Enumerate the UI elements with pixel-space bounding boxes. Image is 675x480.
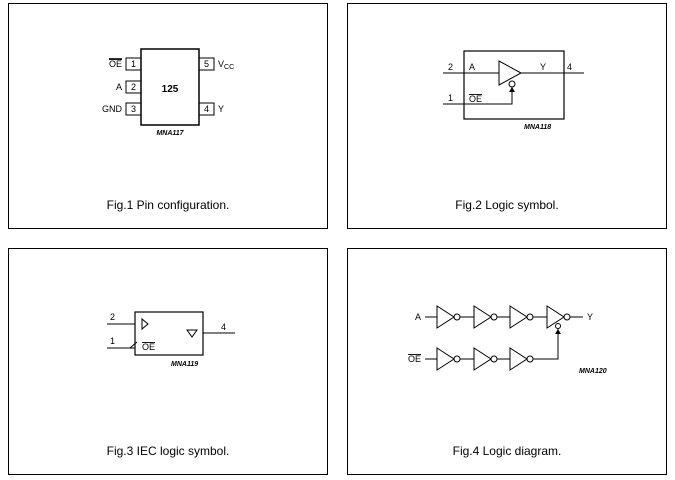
tristate-inverter [546,305,571,329]
pin-3-number: 3 [131,104,136,114]
fig2-oe-name: OE [469,94,482,104]
fig4-panel: A Y OE [347,248,667,475]
fig2-in-num: 2 [448,62,453,72]
fig1-code: MNA117 [156,130,184,137]
fig1-panel: 125 1 OE 2 A 3 GND 5 VCC 4 Y MN [8,3,328,229]
pin-4-name: Y [218,104,224,114]
pin-1-name: OE [109,59,122,69]
pin-1-number: 1 [131,59,136,69]
inverter-top-3 [509,305,534,329]
iec-buffer-triangle [141,317,149,331]
enable-arrow [509,87,515,92]
fig2-out-name: Y [540,62,546,72]
fig3-out-num: 4 [221,322,226,332]
pin-2: 2 A [116,80,142,94]
enable-line [443,87,513,105]
fig4-caption: Fig.4 Logic diagram. [452,444,562,458]
fig2-oe-num: 1 [448,93,453,103]
inverter-top-2 [473,305,498,329]
fig2-logic-symbol: 2 A Y 4 1 OE MNA118 [443,50,584,131]
chip-label: 125 [162,84,179,95]
fig2-caption: Fig.2 Logic symbol. [455,198,559,212]
pin-4: 4 Y [198,102,224,116]
pin-4-number: 4 [204,104,209,114]
fig4-in-oe: OE [408,354,421,364]
symbol-box [463,50,565,120]
fig3-iec-symbol: 2 1 OE 4 MNA119 [107,311,235,368]
fig2-out-num: 4 [567,62,572,72]
pin-3: 3 GND [102,102,142,116]
fig3-panel: 2 1 OE 4 MNA119 Fig.3 IEC logic symbol. [8,248,328,475]
enable-connection [533,329,559,360]
fig2-code: MNA118 [524,124,551,131]
buffer-triangle [498,60,523,86]
pin-5-number: 5 [204,59,209,69]
pin-2-number: 2 [131,82,136,92]
inverter-bottom-2 [473,347,498,371]
fig3-caption: Fig.3 IEC logic symbol. [106,444,230,458]
three-state-triangle [186,329,198,338]
fig4-code: MNA120 [579,368,607,375]
pin-3-name: GND [102,104,123,114]
fig4-in-a: A [415,312,421,322]
fig4-out-y: Y [587,312,593,322]
fig3-code: MNA119 [171,361,198,368]
enable-arrowhead [555,329,561,334]
pin-5: 5 VCC [198,57,234,71]
fig1-pin-diagram: 125 1 OE 2 A 3 GND 5 VCC 4 Y MN [102,48,234,137]
fig3-in-num: 2 [110,312,115,322]
pin-5-name: VCC [218,59,234,71]
iec-negation-mark [129,341,138,349]
fig3-oe-num: 1 [110,336,115,346]
fig2-panel: 2 A Y 4 1 OE MNA118 Fig.2 Logic symbol. [347,3,667,229]
pin-1: 1 OE [109,57,142,71]
enable-bubble [508,80,516,88]
fig2-in-name: A [469,62,475,72]
fig1-caption: Fig.1 Pin configuration. [106,198,230,212]
fig4-logic-diagram: A Y OE [408,305,607,375]
inverter-top-1 [436,305,461,329]
fig3-oe-name: OE [142,342,155,352]
inverter-bottom-1 [436,347,461,371]
inverter-bottom-3 [509,347,534,371]
pin-2-name: A [116,82,122,92]
